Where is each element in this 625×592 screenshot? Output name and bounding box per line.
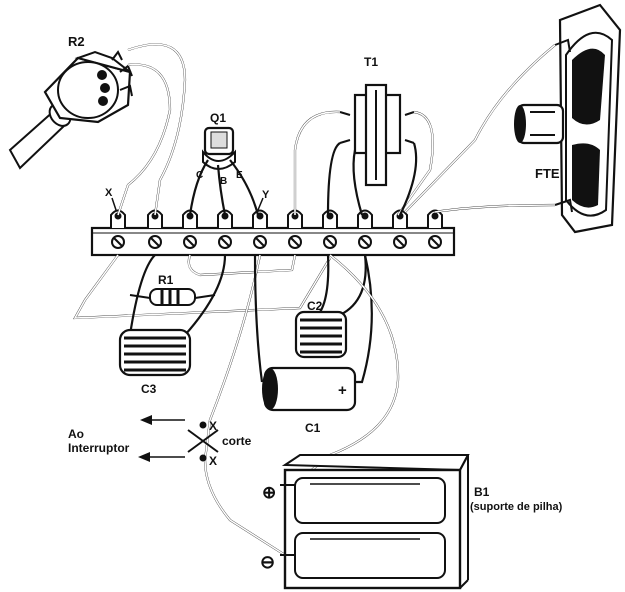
label-c3: C3: [141, 382, 157, 396]
capacitor-c3: [118, 328, 192, 377]
label-corte: corte: [222, 434, 252, 448]
transistor-q1: [202, 126, 236, 170]
label-c2: C2: [307, 299, 323, 313]
terminal-lug: [182, 209, 198, 249]
terminal-lug: [110, 209, 126, 249]
terminal-lug: [322, 209, 338, 249]
battery-holder-b1: [280, 454, 470, 590]
label-x-top: X: [105, 187, 113, 199]
terminal-lug: [427, 209, 443, 249]
resistor-r1: [129, 288, 216, 306]
label-b1-desc: (suporte de pilha): [470, 501, 563, 513]
potentiometer-r2: [8, 50, 133, 170]
label-r1: R1: [158, 273, 174, 287]
terminal-lug: [147, 209, 163, 249]
terminal-lug: [252, 209, 268, 249]
arrow-to-switch-bottom: [138, 452, 185, 462]
label-q1-b: B: [220, 176, 227, 187]
terminal-lug: [287, 209, 303, 249]
label-r2: R2: [68, 34, 85, 49]
wires: [73, 43, 556, 556]
transformer-t1: [339, 83, 415, 187]
capacitor-c2: [294, 310, 348, 359]
label-b1: B1: [474, 485, 490, 499]
terminal-lug: [217, 209, 233, 249]
arrow-to-switch-top: [140, 415, 185, 425]
label-q1-c: C: [196, 170, 203, 181]
label-x-cut-top: X: [209, 419, 217, 433]
battery-plus-symbol: ⊕: [262, 483, 276, 502]
terminal-lug: [357, 209, 373, 249]
label-c1-plus: +: [338, 382, 347, 399]
speaker-fte: [514, 3, 622, 234]
label-ao: Ao: [68, 427, 84, 441]
label-y-top: Y: [262, 189, 270, 201]
label-x-cut-bottom: X: [209, 454, 217, 468]
label-t1: T1: [364, 55, 378, 69]
label-interruptor: Interruptor: [68, 441, 130, 455]
label-fte: FTE: [535, 166, 560, 181]
capacitor-c1: [262, 366, 357, 412]
cut-point: [187, 421, 219, 462]
label-c1: C1: [305, 421, 321, 435]
label-q1-e: E: [236, 170, 243, 181]
battery-minus-symbol: ⊖: [260, 552, 275, 572]
terminal-lugs: [110, 209, 443, 249]
label-q1: Q1: [210, 111, 226, 125]
